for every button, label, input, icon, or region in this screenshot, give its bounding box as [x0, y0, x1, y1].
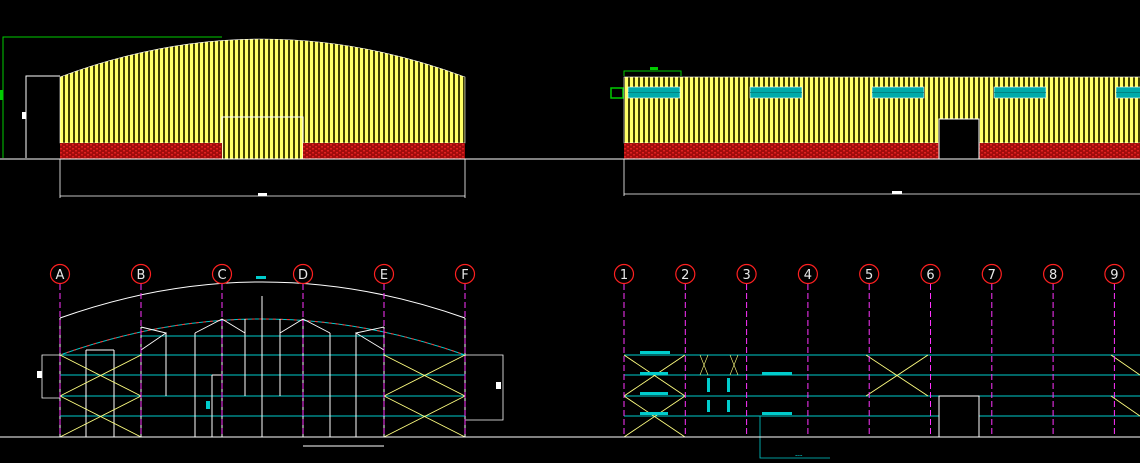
side-grid-bubble-8 — [1042, 263, 1064, 285]
side-elevation-view — [600, 67, 1140, 196]
side-grid-bubble-6 — [920, 263, 941, 285]
side-grid-bubble-3 — [736, 263, 757, 285]
side-grid-bubble-1 — [613, 263, 635, 285]
end-frame-view: A B C D E F — [0, 263, 600, 447]
side-frame-view: ~~~ 1 2 3 4 5 6 7 8 9 — [600, 263, 1140, 459]
end-grid-bubble-C — [211, 263, 233, 285]
side-grid-label-9: 9 — [1110, 268, 1118, 283]
end-grid-bubble-D — [292, 263, 314, 285]
end-grid-bubble-A — [49, 263, 71, 285]
side-grid-label-4: 4 — [804, 268, 812, 283]
end-grid-label-A: A — [56, 268, 65, 283]
end-grid-label-F: F — [461, 268, 468, 283]
svg-text:~~~: ~~~ — [795, 453, 803, 458]
side-grid-label-2: 2 — [681, 268, 689, 283]
side-grid-label-5: 5 — [865, 268, 873, 283]
side-grid-label-3: 3 — [742, 268, 750, 283]
end-grid-bubble-F — [454, 263, 476, 285]
end-grid-bubble-E — [373, 263, 395, 285]
side-grid-label-7: 7 — [988, 268, 996, 283]
side-grid-bubble-7 — [981, 263, 1002, 285]
side-grid-label-1: 1 — [620, 268, 628, 283]
end-grid-label-D: D — [298, 268, 308, 283]
end-grid-bubble-B — [130, 263, 152, 285]
end-grid-label-E: E — [380, 268, 388, 283]
end-grid-label-B: B — [137, 268, 146, 283]
end-elevation-view — [0, 36, 600, 198]
side-grid-label-6: 6 — [926, 268, 934, 283]
side-grid-bubble-5 — [859, 263, 880, 285]
side-grid-label-8: 8 — [1049, 268, 1057, 283]
side-grid-bubble-2 — [675, 263, 696, 285]
end-grid-label-C: C — [217, 268, 226, 283]
side-grid-bubble-9 — [1104, 263, 1125, 285]
side-grid-bubble-4 — [797, 263, 819, 285]
